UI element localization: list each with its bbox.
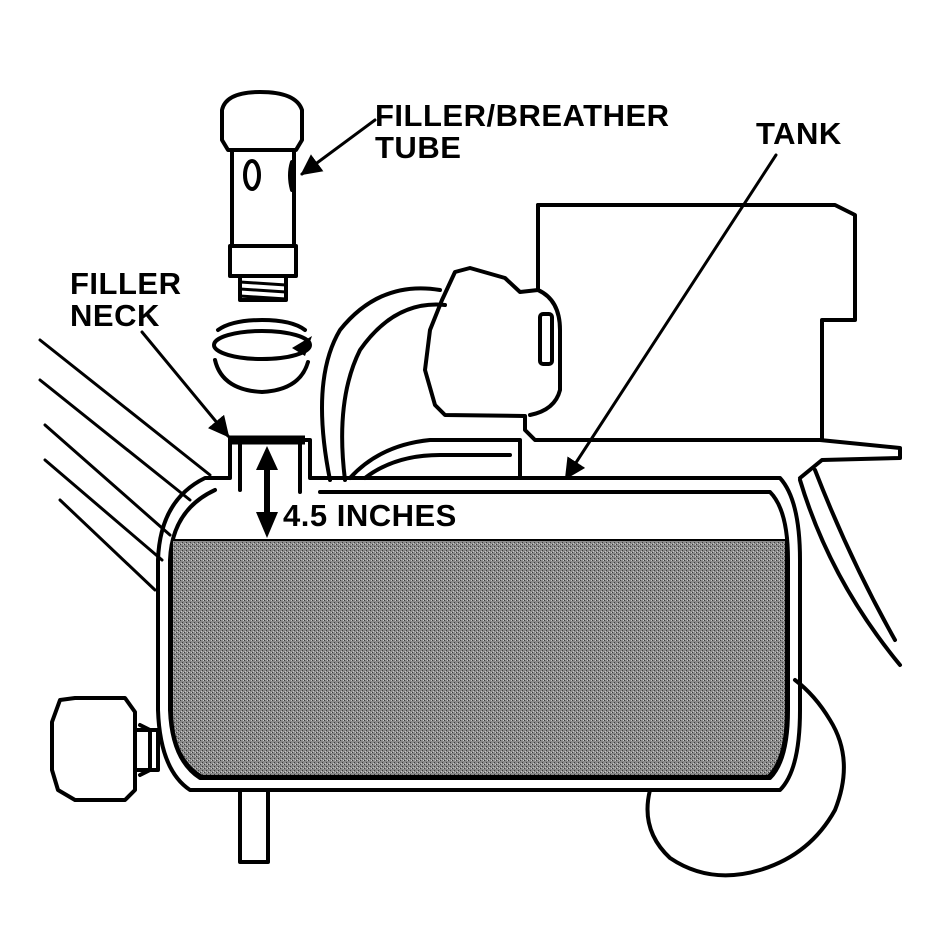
background-lines <box>38 338 212 592</box>
filler-tube-leader <box>300 118 377 176</box>
tank-leader <box>564 153 778 480</box>
drain-pipe <box>238 788 270 864</box>
filler-breather-tube <box>220 90 304 302</box>
filler-neck-label-line2: NECK <box>70 298 160 333</box>
tank <box>156 435 802 792</box>
filler-breather-tube-label-line1: FILLER/BREATHER <box>375 98 670 133</box>
fill-level-dimension <box>256 446 278 538</box>
rotate-arrow-icon <box>212 318 312 394</box>
frame-rail <box>798 468 902 667</box>
filler-breather-tube-label-line2: TUBE <box>375 130 462 165</box>
fill-level-label: 4.5 INCHES <box>283 498 457 533</box>
compressor-housing <box>423 203 902 480</box>
filler-neck-label: FILLER NECK <box>70 268 182 332</box>
hose-loop <box>320 286 522 482</box>
drain-valve <box>50 696 160 802</box>
filler-breather-tube-label: FILLER/BREATHER TUBE <box>375 100 670 164</box>
filler-neck-leader <box>140 330 230 438</box>
wheel <box>645 678 846 878</box>
oil-fill <box>171 539 787 777</box>
tank-label: TANK <box>756 116 842 151</box>
filler-neck-label-line1: FILLER <box>70 266 182 301</box>
